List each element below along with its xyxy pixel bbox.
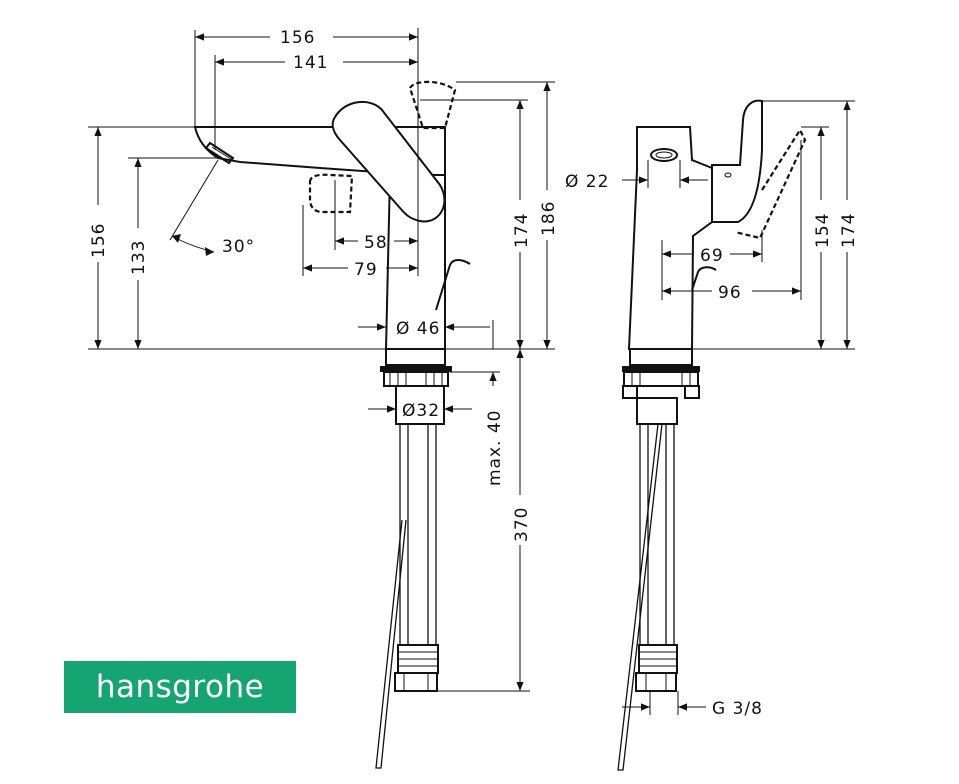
dim-height-133: 133 [129, 240, 149, 275]
dim-79: 79 [354, 260, 378, 280]
lever-side-position [308, 173, 354, 214]
dim-141-reach: 141 [293, 53, 328, 73]
dim-58: 58 [364, 233, 388, 253]
lever-open-position [408, 80, 457, 130]
side-view [617, 99, 807, 771]
dim-max-40: max. 40 [485, 410, 505, 486]
side-lever-open [734, 127, 807, 240]
dim-thread-g38: G 3/8 [712, 699, 763, 719]
side-lever [711, 99, 763, 223]
popup-pull-rod [375, 519, 407, 769]
dim-angle-30: 30° [222, 237, 255, 257]
front-dimensions: 156 141 58 79 Ø 46 30° 156 [88, 28, 559, 692]
dim-diameter-22: Ø 22 [565, 172, 609, 192]
popup-rod [435, 259, 471, 311]
aerator [204, 141, 235, 165]
dim-diameter-46: Ø 46 [396, 319, 440, 339]
hansgrohe-logo-text: hansgrohe [95, 669, 265, 705]
base-ring [385, 348, 446, 366]
dim-height-186: 186 [539, 201, 559, 236]
dim-156-reach: 156 [280, 28, 315, 48]
side-body [627, 126, 713, 350]
threaded-shank [395, 385, 445, 425]
front-view [193, 80, 471, 769]
dim-69: 69 [700, 246, 724, 266]
hansgrohe-logo [64, 661, 296, 713]
lever-handle [331, 101, 446, 223]
dim-diameter-32: Ø32 [402, 401, 440, 421]
dim-hose-370: 370 [512, 507, 532, 542]
dim-96: 96 [718, 283, 742, 303]
dim-height-174-side: 174 [839, 213, 859, 248]
dim-height-156: 156 [89, 223, 109, 258]
side-dimensions: Ø 22 69 96 154 174 G 3/8 [565, 100, 859, 719]
dim-height-154: 154 [813, 213, 833, 248]
dim-height-174-front: 174 [512, 213, 532, 248]
